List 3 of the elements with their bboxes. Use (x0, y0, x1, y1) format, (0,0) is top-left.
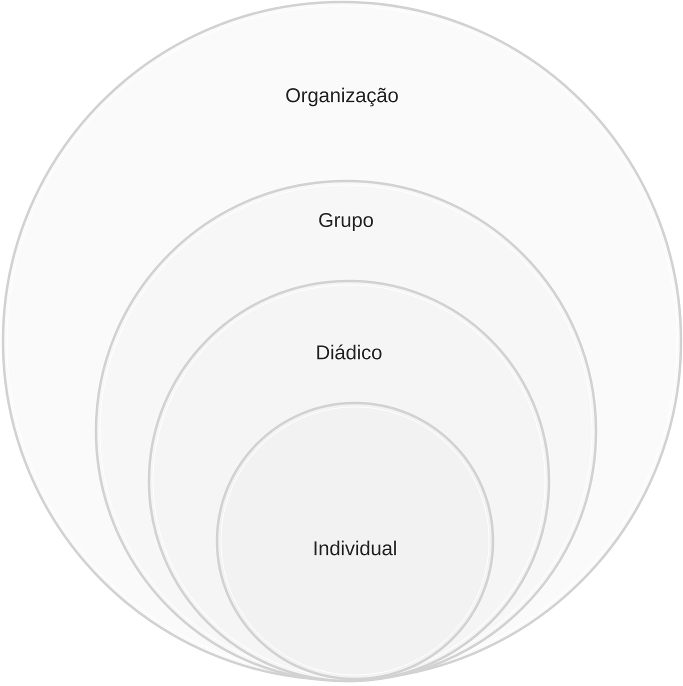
node-label: Grupo (319, 212, 373, 232)
node-label: Individual (314, 540, 396, 556)
node-label: Diádico (317, 344, 382, 360)
